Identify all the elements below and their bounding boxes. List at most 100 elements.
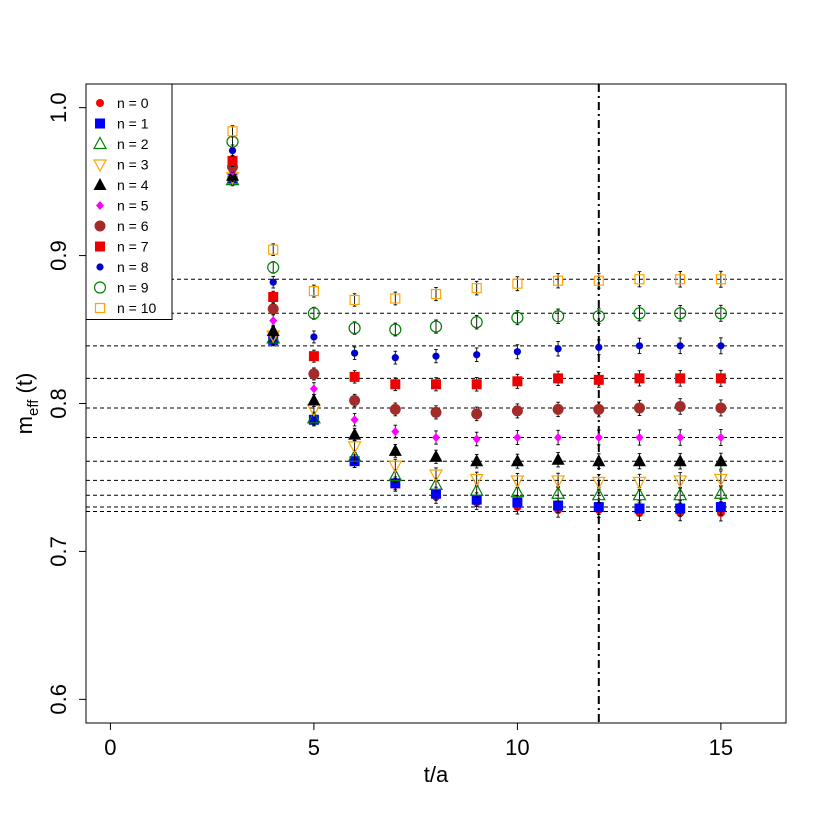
data-point — [228, 146, 237, 155]
data-point — [673, 487, 688, 501]
data-point — [349, 395, 361, 407]
data-point — [717, 342, 725, 350]
data-point — [634, 274, 645, 285]
data-point — [432, 433, 440, 443]
data-point — [347, 448, 362, 462]
data-point — [510, 484, 525, 498]
data-point — [469, 473, 484, 487]
data-point — [713, 485, 728, 499]
data-point — [676, 433, 685, 443]
data-point — [632, 487, 647, 501]
legend-marker — [92, 136, 108, 150]
data-point — [713, 473, 728, 487]
data-point — [431, 488, 441, 499]
data-point — [350, 415, 359, 425]
series-4 — [226, 168, 728, 470]
data-point — [674, 400, 686, 412]
data-point — [634, 373, 645, 384]
data-point — [675, 373, 686, 384]
data-point — [391, 354, 399, 362]
legend-marker — [93, 281, 107, 294]
data-point — [594, 433, 603, 443]
data-point — [513, 433, 522, 443]
data-points — [225, 125, 728, 522]
series-10 — [227, 125, 726, 307]
legend-marker — [94, 302, 106, 314]
legend-marker — [96, 201, 104, 210]
x-tick-label: 0 — [104, 735, 116, 760]
data-point — [552, 403, 564, 415]
legend-label: n = 1 — [117, 116, 149, 132]
data-point — [675, 503, 686, 514]
data-point — [512, 376, 523, 387]
legend-label: n = 9 — [117, 280, 149, 296]
data-point — [715, 502, 726, 513]
data-point — [510, 475, 525, 489]
data-point — [348, 321, 361, 335]
data-point — [390, 478, 401, 489]
data-point — [349, 294, 360, 306]
data-point — [430, 288, 442, 300]
data-point — [593, 403, 605, 415]
data-point — [595, 343, 603, 351]
legend-marker — [96, 99, 104, 107]
data-point — [554, 433, 563, 443]
data-point — [632, 454, 646, 467]
series-8 — [228, 144, 725, 365]
series-7 — [227, 154, 726, 392]
data-point — [634, 503, 645, 514]
legend-label: n = 2 — [117, 136, 149, 152]
legend-label: n = 8 — [117, 259, 149, 275]
data-point — [310, 333, 318, 341]
legend-marker — [96, 263, 104, 271]
data-point — [673, 475, 688, 489]
data-point — [308, 368, 320, 380]
data-point — [552, 275, 564, 286]
y-axis-label-suffix: (t) — [12, 373, 37, 400]
data-point — [227, 155, 238, 166]
data-point — [308, 351, 319, 362]
legend-marker — [95, 241, 105, 252]
data-point — [389, 403, 401, 415]
series-9 — [226, 135, 727, 337]
data-point — [389, 323, 402, 336]
y-tick-label: 0.9 — [46, 240, 71, 271]
legend-label: n = 4 — [117, 177, 149, 193]
data-point — [673, 454, 687, 467]
data-point — [351, 349, 359, 357]
legend-marker — [92, 159, 108, 173]
data-point — [306, 410, 321, 424]
data-point — [432, 352, 440, 360]
legend-label: n = 10 — [117, 300, 157, 316]
data-point — [470, 316, 483, 329]
data-point — [429, 449, 443, 462]
x-axis-label: t/a — [424, 762, 449, 787]
data-point — [391, 427, 400, 437]
data-point — [307, 393, 321, 406]
data-point — [512, 278, 523, 289]
legend-label: n = 3 — [117, 157, 149, 173]
data-point — [714, 454, 728, 467]
data-point — [716, 433, 725, 443]
y-tick-label: 0.7 — [46, 536, 71, 567]
data-point — [715, 402, 727, 414]
data-point — [388, 443, 402, 456]
data-point — [511, 405, 523, 417]
data-point — [267, 303, 279, 315]
data-point — [553, 373, 564, 384]
data-point — [592, 310, 605, 323]
data-point — [512, 497, 523, 508]
data-point — [593, 502, 604, 513]
data-point — [554, 345, 562, 353]
series-2 — [225, 172, 728, 504]
data-point — [551, 452, 565, 465]
y-tick-label: 0.8 — [46, 388, 71, 419]
data-point — [593, 275, 604, 286]
legend: n = 0n = 1n = 2n = 3n = 4n = 5n = 6n = 7… — [85, 83, 173, 320]
data-point — [632, 476, 647, 490]
data-point — [348, 427, 362, 440]
data-point — [674, 307, 687, 320]
data-point — [349, 371, 360, 382]
data-point — [390, 379, 401, 390]
